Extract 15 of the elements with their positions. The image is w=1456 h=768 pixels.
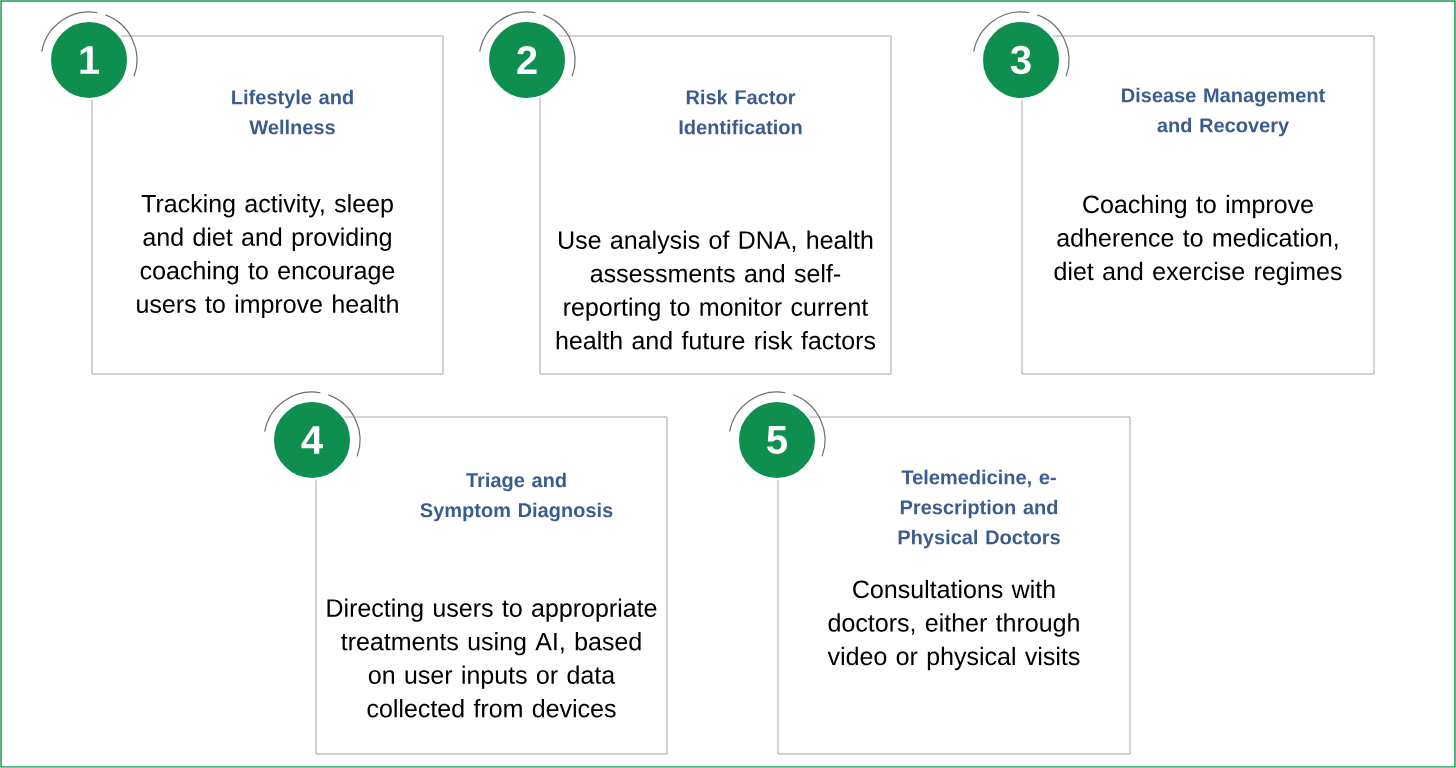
card-text: Tracking activity, sleep and diet and providing coaching to encourage users to improve health <box>137 194 398 318</box>
card-heading: Triage and Symptom Diagnosis <box>420 472 613 522</box>
number-badge: 2 <box>479 11 576 100</box>
number-badge: 4 <box>264 391 361 480</box>
card-heading: Disease Management and Recovery <box>1122 87 1325 137</box>
number-badge: 1 <box>41 11 138 100</box>
card-text: Consultations with doctors, either through video or physical visits <box>827 579 1080 671</box>
number-badge: 5 <box>729 391 826 480</box>
card-text: Coaching to improve adherence to medication, diet and exercise regimes <box>1054 194 1342 286</box>
card-heading: Lifestyle and Wellness <box>232 89 353 135</box>
card-heading: Risk Factor Identification <box>679 89 802 135</box>
card-heading: Telemedicine, e-Prescription and Physical Doctors <box>898 469 1060 549</box>
number-badge: 3 <box>973 11 1070 100</box>
card-text: Directing users to appropriate treatments using AI, based on user inputs or data collected from devices <box>327 598 657 718</box>
card-text: Use analysis of DNA, health assessments and self-reporting to monitor current health and future risk factors <box>556 230 876 350</box>
